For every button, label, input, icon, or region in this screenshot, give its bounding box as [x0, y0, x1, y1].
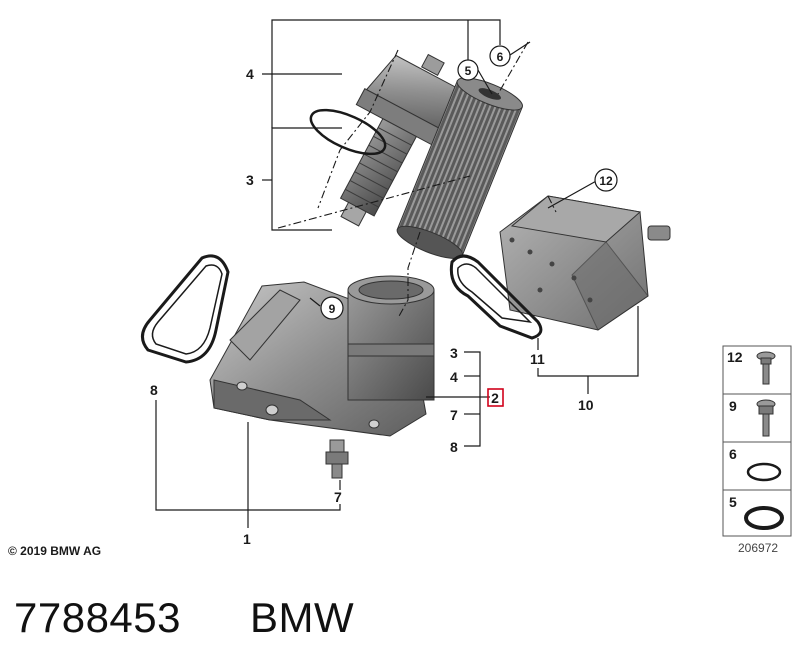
callout-labels: 4 3 5 6 12 9 3 4 2 7 8 11 10 8 7 1 © 201… [8, 45, 618, 558]
callout-4-top: 4 [246, 66, 254, 82]
copyright-text: © 2019 BMW AG [8, 544, 101, 558]
callout-12: 12 [599, 174, 613, 188]
legend-label-6: 6 [729, 446, 737, 462]
reference-number: 206972 [738, 541, 778, 555]
drain-plug [325, 439, 349, 479]
highlight-box [487, 388, 504, 407]
callout-3-right: 3 [450, 345, 458, 361]
callout-6: 6 [497, 50, 504, 64]
hex-bolt-icon [756, 399, 776, 437]
callout-4-right: 4 [450, 369, 458, 385]
callout-5: 5 [465, 64, 472, 78]
oil-filter-element [396, 77, 523, 259]
callout-1: 1 [243, 531, 251, 547]
thick-oring-icon [744, 506, 784, 530]
callout-8-left: 8 [150, 382, 158, 398]
legend-label-9: 9 [729, 398, 737, 414]
legend-label-5: 5 [729, 494, 737, 510]
callout-9: 9 [329, 302, 336, 316]
cooler-gasket [449, 254, 543, 340]
callout-11: 11 [530, 351, 545, 367]
assembly-lines [277, 41, 557, 319]
callout-10: 10 [578, 397, 594, 413]
legend-label-12: 12 [727, 349, 743, 365]
callout-7-bottom: 7 [334, 489, 342, 505]
housing-gasket [141, 254, 230, 364]
leader-lines [155, 19, 639, 528]
part-footer: 7788453 BMW [14, 594, 354, 641]
oil-cooler [499, 195, 671, 331]
part-number: 7788453 [14, 594, 181, 641]
callout-7-right: 7 [450, 407, 458, 423]
torx-bolt-icon [756, 351, 776, 385]
oil-filter-housing [209, 275, 435, 437]
brand-name: BMW [250, 594, 354, 641]
callout-2: 2 [491, 390, 499, 406]
thin-oring-icon [746, 462, 782, 482]
oil-filter-cap [309, 53, 462, 227]
legend-table: 12 9 6 5 206972 [722, 345, 792, 555]
callout-3-left: 3 [246, 172, 254, 188]
callout-8-right: 8 [450, 439, 458, 455]
